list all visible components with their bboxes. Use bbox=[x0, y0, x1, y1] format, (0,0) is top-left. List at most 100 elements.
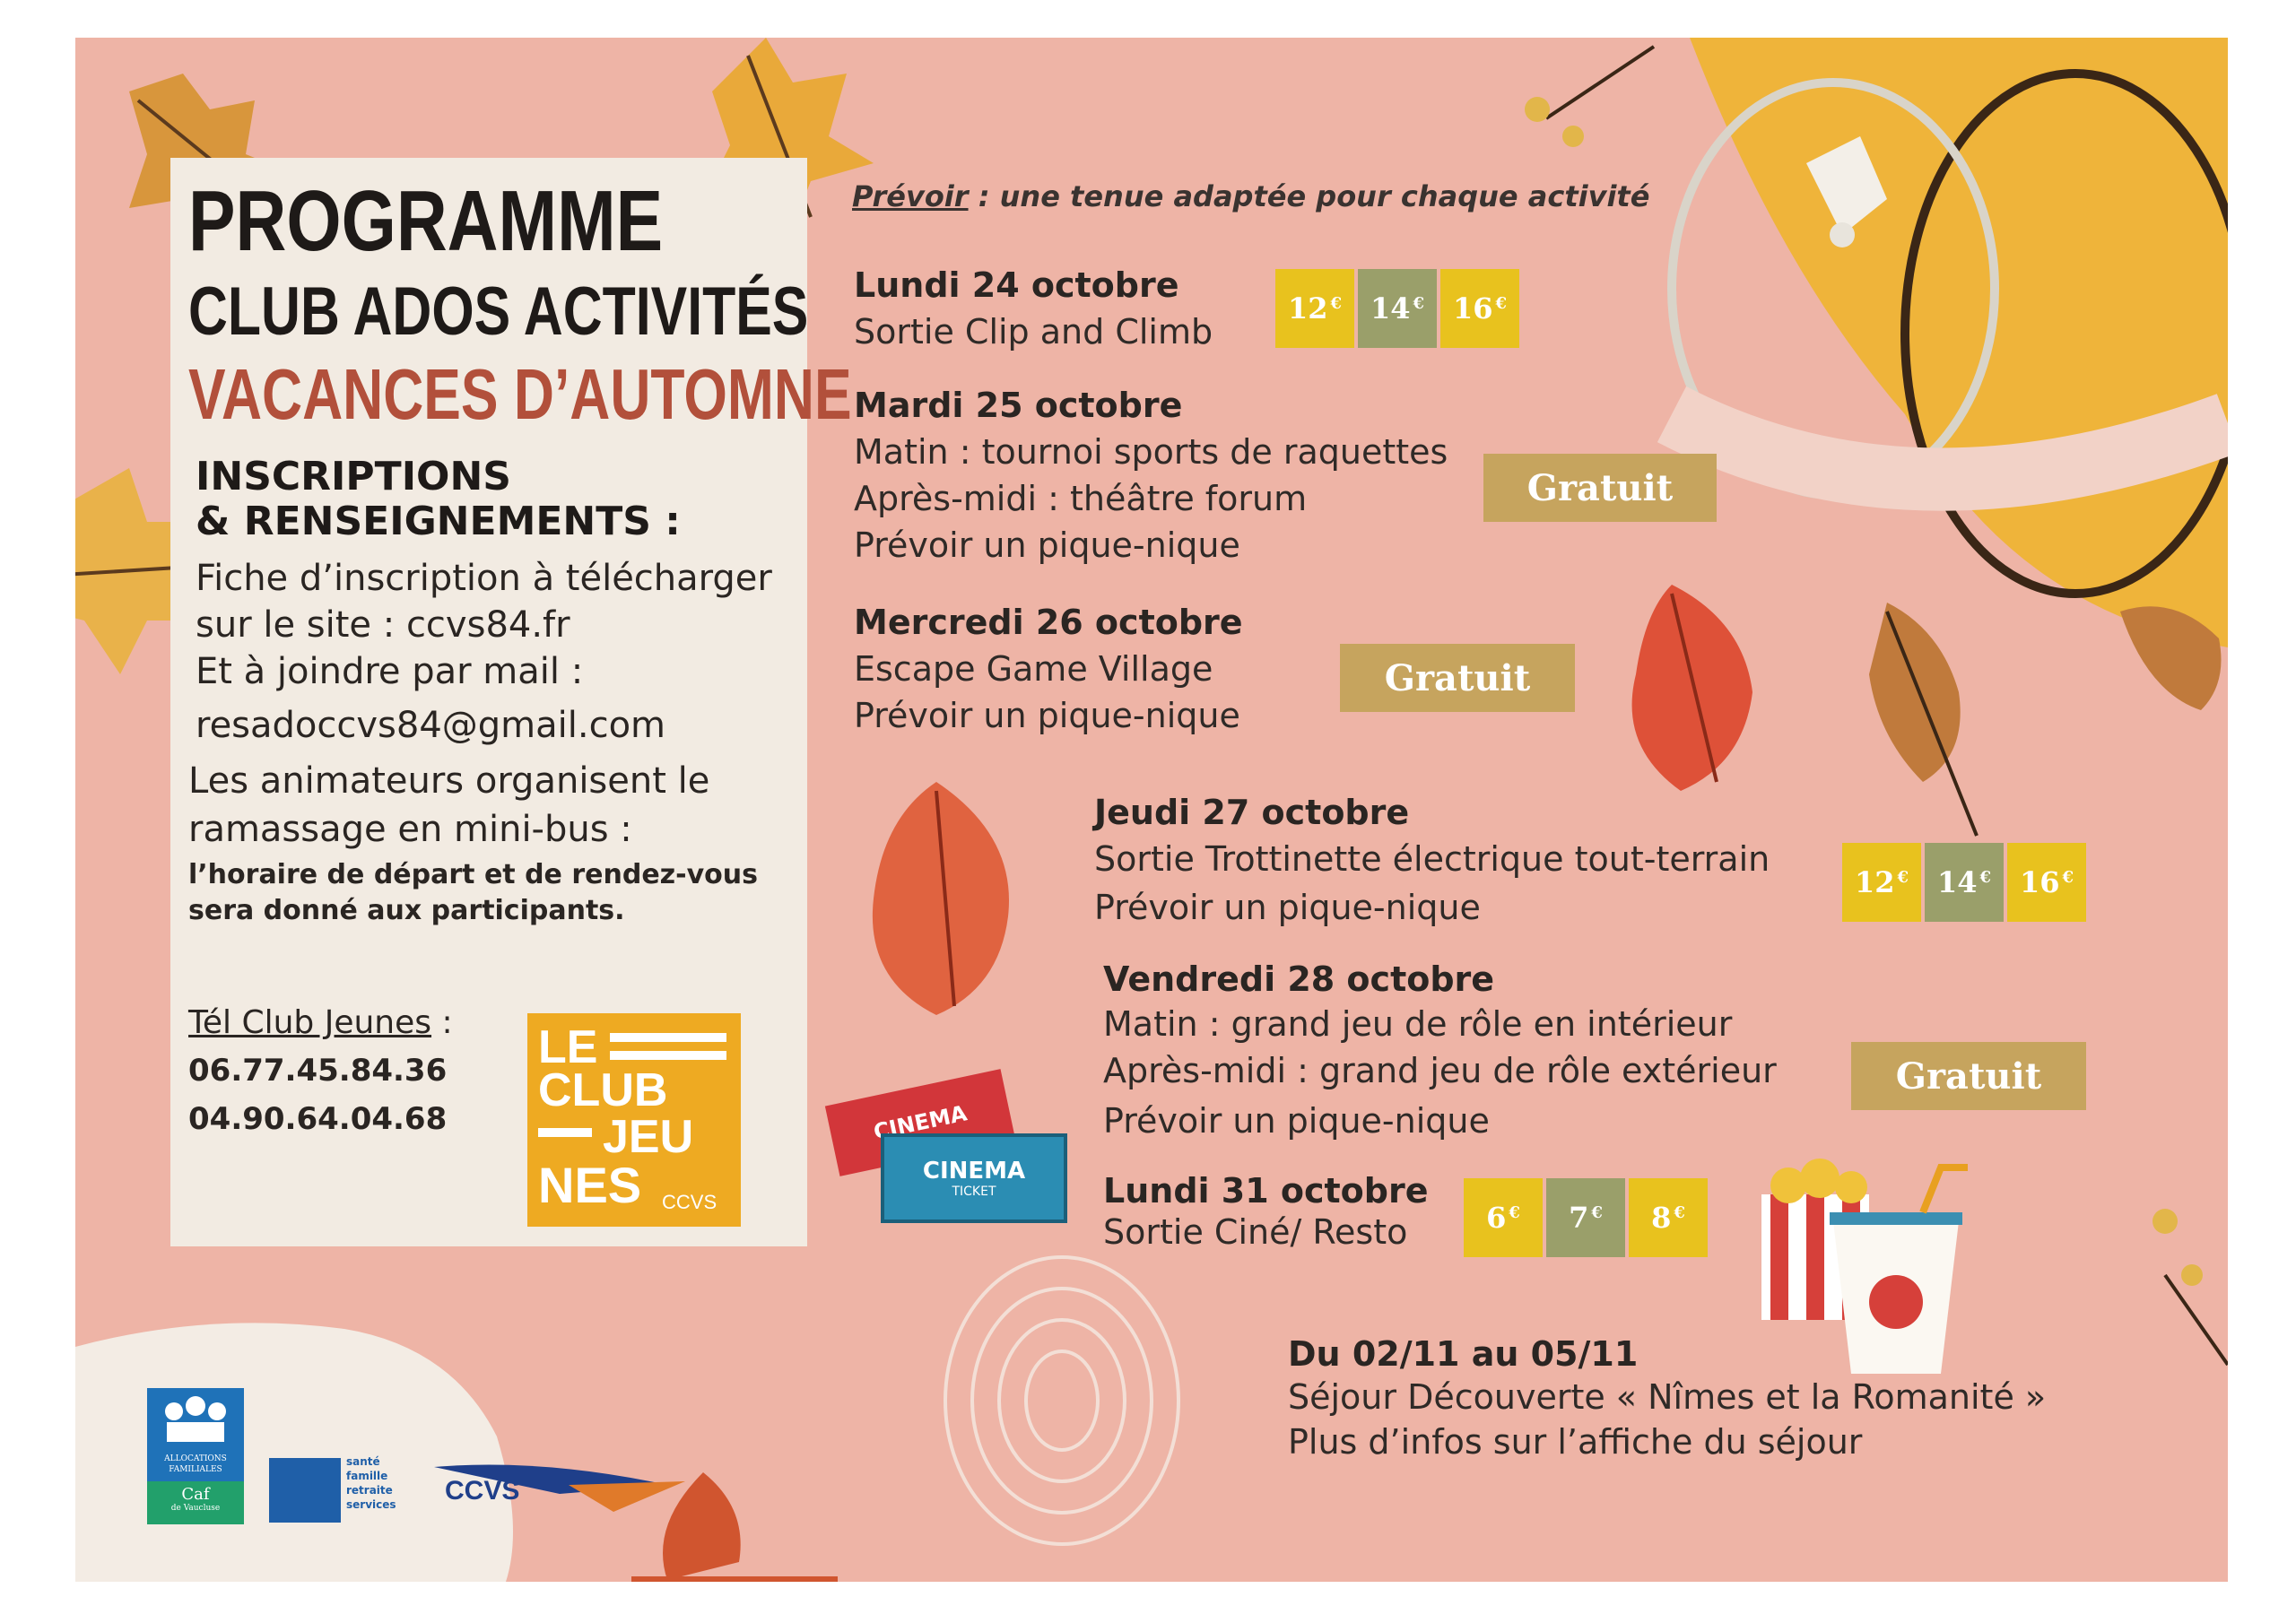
price-value: 7 bbox=[1569, 1201, 1589, 1235]
day-activity: Sortie Clip and Climb bbox=[854, 312, 1213, 352]
tel-label-colon: : bbox=[431, 1004, 453, 1041]
currency-symbol: € bbox=[1495, 293, 1508, 313]
branch-decoration bbox=[1544, 45, 2228, 1367]
caf-text: Caf bbox=[181, 1485, 210, 1504]
sejour-line: Séjour Découverte « Nîmes et la Romanité… bbox=[1288, 1377, 2047, 1417]
info-line: ramassage en mini-bus : bbox=[188, 809, 632, 850]
line-art-decoration bbox=[944, 1255, 1180, 1546]
currency-symbol: € bbox=[1674, 1202, 1685, 1222]
sejour-line: Plus d’infos sur l’affiche du séjour bbox=[1288, 1422, 1863, 1462]
racket-icon bbox=[1657, 38, 2228, 647]
info-line: Et à joindre par mail : bbox=[196, 651, 584, 692]
drink-cup-icon bbox=[1830, 1164, 1968, 1374]
day-activity: Escape Game Village bbox=[854, 649, 1213, 689]
day-date: Lundi 31 octobre bbox=[1103, 1171, 1429, 1211]
price-value: 12 bbox=[1287, 291, 1328, 325]
leaf-icon bbox=[631, 1472, 838, 1582]
leaf-icon bbox=[1869, 603, 1979, 837]
title-vacances: VACANCES D’AUTOMNE bbox=[188, 354, 852, 434]
ccvs-logo: CCVS bbox=[434, 1458, 685, 1515]
prevoir-line: Prévoir : une tenue adaptée pour chaque … bbox=[852, 179, 1649, 213]
price-tag: 16€ bbox=[1440, 269, 1519, 348]
logo-bar bbox=[538, 1128, 592, 1137]
info-line: sur le site : ccvs84.fr bbox=[196, 604, 570, 646]
price-tag: 14€ bbox=[1358, 269, 1437, 348]
day-date: Jeudi 27 octobre bbox=[1094, 793, 1410, 832]
shuttlecock-icon bbox=[1806, 136, 1887, 247]
leaf-icon bbox=[2120, 606, 2222, 710]
price-tag: 16€ bbox=[2007, 843, 2086, 922]
poster: PROGRAMME CLUB ADOS ACTIVITÉS VACANCES D… bbox=[75, 38, 2228, 1582]
tel-label: Tél Club Jeunes : bbox=[188, 1004, 453, 1041]
club-jeunes-logo: LE CLUB JEU NES CCVS bbox=[527, 1013, 741, 1227]
day-activity: Sortie Ciné/ Resto bbox=[1103, 1212, 1408, 1252]
price-tag: 8€ bbox=[1629, 1178, 1708, 1257]
price-value: 8 bbox=[1651, 1201, 1672, 1235]
caf-bottom: Caf de Vaucluse bbox=[147, 1481, 244, 1524]
tel-label-text: Tél Club Jeunes bbox=[188, 1004, 432, 1041]
msa-text: famille bbox=[346, 1470, 388, 1482]
decorative-shape bbox=[75, 1323, 513, 1582]
day-activity: Prévoir un pique-nique bbox=[1103, 1101, 1490, 1141]
caf-logo: ALLOCATIONS FAMILIALES Caf de Vaucluse bbox=[147, 1388, 244, 1524]
logo-text: JEU bbox=[603, 1111, 694, 1163]
day-activity: Sortie Trottinette électrique tout-terra… bbox=[1094, 839, 1770, 879]
info-line: Fiche d’inscription à télécharger bbox=[196, 558, 772, 599]
day-date: Vendredi 28 octobre bbox=[1103, 959, 1495, 999]
day-date: Mercredi 26 octobre bbox=[854, 603, 1243, 642]
day-date: Mardi 25 octobre bbox=[854, 386, 1183, 425]
free-badge: Gratuit bbox=[1483, 454, 1717, 522]
price-tag: 7€ bbox=[1546, 1178, 1625, 1257]
phone-number[interactable]: 04.90.64.04.68 bbox=[188, 1101, 448, 1137]
info-note: l’horaire de départ et de rendez-vous bbox=[188, 859, 758, 890]
maple-leaf-icon bbox=[75, 468, 210, 674]
sejour-date: Du 02/11 au 05/11 bbox=[1288, 1334, 1639, 1374]
currency-symbol: € bbox=[1509, 1202, 1520, 1222]
prevoir-text: : une tenue adaptée pour chaque activité bbox=[968, 179, 1650, 213]
day-activity: Prévoir un pique-nique bbox=[1094, 888, 1481, 927]
price-value: 16 bbox=[2019, 865, 2060, 899]
logo-bar bbox=[610, 1051, 726, 1060]
caf-text: ALLOCATIONS bbox=[164, 1454, 227, 1463]
msa-logo bbox=[269, 1458, 341, 1523]
currency-symbol: € bbox=[1979, 867, 1992, 887]
currency-symbol: € bbox=[1591, 1202, 1603, 1222]
price-value: 14 bbox=[1936, 865, 1978, 899]
price-tag: 14€ bbox=[1925, 843, 2004, 922]
prevoir-label: Prévoir bbox=[852, 179, 969, 213]
price-value: 14 bbox=[1370, 291, 1411, 325]
day-activity: Prévoir un pique-nique bbox=[854, 696, 1240, 735]
day-activity: Après-midi : grand jeu de rôle extérieur bbox=[1103, 1051, 1777, 1090]
caf-text: FAMILIALES bbox=[169, 1465, 222, 1474]
email-address[interactable]: resadoccvs84@gmail.com bbox=[196, 705, 666, 746]
phone-number[interactable]: 06.77.45.84.36 bbox=[188, 1053, 448, 1089]
currency-symbol: € bbox=[2062, 867, 2074, 887]
msa-text-block: santé famille retraite services bbox=[346, 1454, 396, 1512]
msa-text: santé bbox=[346, 1455, 380, 1468]
cinema-ticket-icon: CINEMA TICKET bbox=[881, 1133, 1067, 1223]
ticket-text: CINEMA bbox=[922, 1158, 1026, 1185]
caf-family-icon bbox=[165, 1396, 226, 1442]
day-activity: Matin : grand jeu de rôle en intérieur bbox=[1103, 1004, 1733, 1044]
free-badge: Gratuit bbox=[1851, 1042, 2086, 1110]
free-badge: Gratuit bbox=[1340, 644, 1575, 712]
info-line: Les animateurs organisent le bbox=[188, 760, 710, 802]
price-tag: 12€ bbox=[1275, 269, 1354, 348]
day-activity: Après-midi : théâtre forum bbox=[854, 479, 1308, 518]
logo-text: NES bbox=[538, 1157, 642, 1213]
price-tag: 12€ bbox=[1842, 843, 1921, 922]
msa-text: retraite bbox=[346, 1484, 393, 1497]
logo-bar bbox=[610, 1033, 726, 1042]
logo-text: CLUB bbox=[538, 1064, 668, 1116]
currency-symbol: € bbox=[1330, 293, 1343, 313]
logo-text: LE bbox=[538, 1021, 598, 1073]
currency-symbol: € bbox=[1413, 293, 1425, 313]
day-activity: Prévoir un pique-nique bbox=[854, 525, 1240, 565]
price-value: 6 bbox=[1486, 1201, 1507, 1235]
price-value: 12 bbox=[1854, 865, 1895, 899]
price-value: 16 bbox=[1452, 291, 1493, 325]
price-tag: 6€ bbox=[1464, 1178, 1543, 1257]
inscriptions-heading: INSCRIPTIONS bbox=[196, 454, 511, 499]
caf-text: de Vaucluse bbox=[170, 1504, 221, 1513]
title-club-ados: CLUB ADOS ACTIVITÉS bbox=[188, 273, 809, 350]
